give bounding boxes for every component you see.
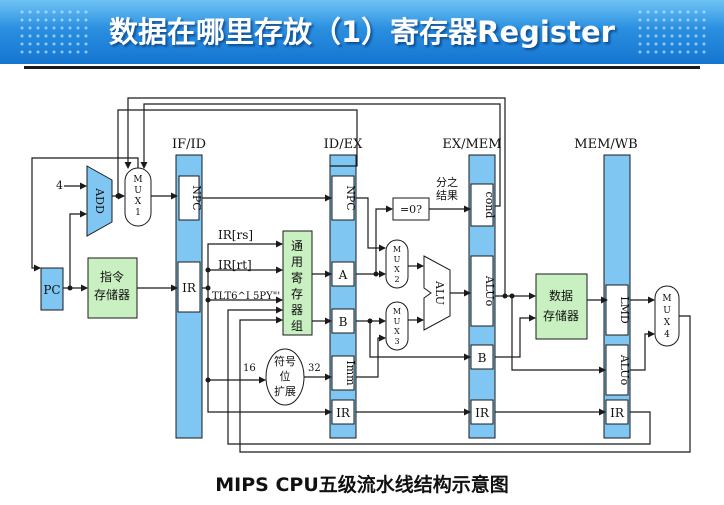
- ex-mem-aluo-text: ALUo: [483, 275, 496, 307]
- regfile-c3: 寄: [291, 270, 303, 285]
- ex-mem-cond-text: cond: [483, 192, 496, 219]
- mem-wb-aluo-text: ALUo: [618, 354, 631, 386]
- mux4-n: 4: [664, 330, 670, 340]
- ex-mem-ir-text: IR: [475, 406, 490, 420]
- pc-text: PC: [43, 283, 60, 297]
- id-ex-b-text: B: [339, 315, 348, 329]
- mux4-u: U: [663, 306, 671, 316]
- wire-junctions: [67, 193, 515, 383]
- mux3: [385, 301, 409, 351]
- imem-line1: 指令: [100, 269, 124, 284]
- id-ex-imm-field: [331, 355, 355, 391]
- id-ex-label: ID/EX: [324, 137, 363, 152]
- mux3-m: M: [393, 307, 401, 316]
- branch-label-line1: 分之: [436, 175, 458, 189]
- signext-line2: 位: [280, 369, 291, 383]
- mux4-x: X: [664, 318, 671, 328]
- signext-line3: 扩展: [274, 384, 296, 398]
- mux2: [385, 239, 409, 289]
- id-ex-npc-field: [331, 175, 355, 221]
- mux2-u: U: [394, 255, 401, 264]
- regfile-c4: 存: [291, 287, 303, 301]
- datapath-wires: [31, 97, 691, 453]
- if-id-npc-field: [178, 175, 200, 221]
- id-ex-npc-text: NPC: [344, 185, 357, 210]
- ex-mem-aluo-field: [470, 255, 494, 327]
- dmem-line2: 存储器: [543, 308, 579, 323]
- ex-mem-label: EX/MEM: [442, 137, 501, 152]
- ex-mem-cond-field: [470, 183, 494, 227]
- mux1-m: M: [133, 175, 142, 185]
- mux2-x: X: [394, 265, 400, 274]
- banner-dot-pattern-right: [636, 8, 706, 56]
- if-id-ir-field: [177, 261, 201, 313]
- regfile-c6: 组: [291, 319, 303, 333]
- id-ex-a-field: [331, 261, 355, 287]
- diagram-caption: MIPS CPU五级流水线结构示意图: [215, 474, 509, 496]
- mem-wb-aluo-field: [605, 344, 629, 396]
- if-id-ir-text: IR: [182, 281, 197, 295]
- pc-register: [40, 267, 64, 311]
- mem-wb-lmd-field: [605, 284, 629, 336]
- id-ex-b-field: [331, 308, 355, 334]
- pipeline-diagram: IF/ID ID/EX EX/MEM MEM/WB NPC IR NPC A B…: [31, 97, 691, 453]
- mux4-m: M: [662, 294, 671, 304]
- add-text: ADD: [93, 187, 106, 214]
- title-banner: 数据在哪里存放（1）寄存器Register: [0, 0, 724, 64]
- imem-line2: 存储器: [94, 287, 130, 302]
- mux2-m: M: [393, 245, 401, 254]
- mem-wb-label: MEM/WB: [574, 137, 637, 152]
- mux3-n: 3: [394, 337, 399, 346]
- mux1-u: U: [134, 186, 142, 196]
- add-unit: [86, 165, 113, 237]
- signext-line1: 符号: [274, 355, 296, 368]
- mux3-x: X: [394, 327, 400, 336]
- mux1-x: X: [135, 197, 142, 207]
- regfile-c5: 器: [291, 303, 303, 317]
- mem-wb-ir-text: IR: [610, 406, 625, 420]
- slide-title: 数据在哪里存放（1）寄存器Register: [109, 15, 615, 49]
- register-file: [282, 230, 313, 336]
- mux2-n: 2: [394, 275, 399, 284]
- data-memory: [535, 273, 588, 340]
- width-32-label: 32: [308, 363, 321, 374]
- id-ex-imm-text: Imm: [344, 360, 357, 386]
- banner-dot-pattern-left: [18, 8, 88, 56]
- ir-rt-label: IR[rt]: [218, 258, 252, 272]
- mem-wb-lmd-text: LMD: [618, 296, 631, 324]
- zero-test-text: =0?: [400, 203, 422, 216]
- if-id-label: IF/ID: [172, 137, 206, 152]
- id-ex-ir-field: [331, 399, 355, 425]
- title-underline: [24, 66, 700, 69]
- ex-mem-ir-field: [470, 399, 494, 425]
- if-id-npc-text: NPC: [190, 185, 203, 210]
- ir-rs-label: IR[rs]: [218, 228, 253, 242]
- ir-rd-label: TLT6^I 5PY"': [212, 291, 280, 302]
- ex-mem-b-field: [470, 344, 494, 370]
- mux1-n: 1: [135, 208, 141, 218]
- regfile-c2: 用: [291, 255, 303, 269]
- mux3-u: U: [394, 317, 401, 326]
- mem-wb-ir-field: [605, 399, 629, 425]
- dmem-line1: 数据: [549, 288, 573, 303]
- instruction-memory: [87, 257, 138, 319]
- alu: [423, 255, 451, 331]
- id-ex-ir-text: IR: [336, 406, 351, 420]
- regfile-c1: 通: [291, 239, 303, 253]
- width-16-label: 16: [243, 363, 256, 374]
- branch-label-line2: 结果: [436, 189, 458, 202]
- ex-mem-b-text: B: [478, 351, 487, 365]
- const-4-label: 4: [56, 179, 63, 192]
- alu-text: ALU: [433, 280, 446, 305]
- id-ex-a-text: A: [338, 268, 348, 282]
